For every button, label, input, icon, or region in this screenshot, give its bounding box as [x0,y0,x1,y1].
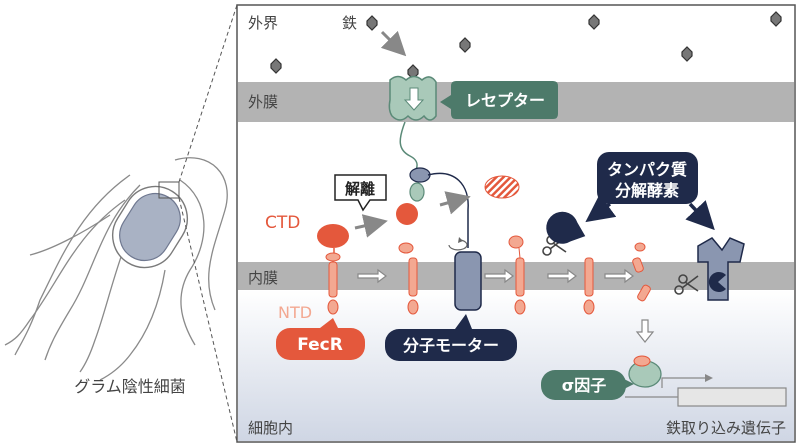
cytoplasm-label: 細胞内 [248,419,293,437]
protease-arrow-left [585,194,617,223]
fecr-ctd [317,224,349,248]
outside-label: 外界 [248,14,278,32]
protease-text-1: タンパク質 [607,160,687,179]
iron-particle [270,58,282,74]
receptor-plug [409,167,431,183]
dissociation-text: 解離 [345,180,375,198]
protease-membrane [697,237,745,301]
receptor-tether [399,121,418,171]
membrane-arrow [604,268,634,284]
iron-particle [459,37,471,53]
iron-particle [770,11,782,27]
scissors-icon [674,274,699,295]
iron-particle [588,14,600,30]
outer-membrane-label: 外膜 [248,93,278,111]
fecr-badge: FecR [276,318,365,360]
membrane-arrow [547,268,577,284]
inner-membrane-label: 内膜 [248,269,278,287]
iron-label: 鉄 [342,14,357,32]
membrane-arrow [357,268,387,284]
fecr-cleaved-fragments [632,242,651,302]
release-arrow [635,319,655,343]
protease-pacman [546,211,586,244]
degradation-arrow [439,191,471,215]
dissociation-callout: 解離 [334,174,387,212]
molecular-motor [454,251,482,311]
cytoplasm-region [238,290,794,441]
bacterium-illustration [4,157,228,381]
sigma-badge: σ因子 [541,370,634,400]
bacterium-label: グラム陰性細菌 [74,377,186,396]
motor-badge-text: 分子モーター [403,336,499,355]
protease-callout: タンパク質 分解酵素 [597,152,698,204]
motor-badge: 分子モーター [385,314,517,361]
fecr-tm [325,252,341,315]
ntd-label: NTD [278,303,312,322]
iron-particles [270,11,782,80]
zoom-panel [236,4,796,443]
fecr-tm [583,257,595,315]
fecr-ctd-released [396,203,418,225]
fecr-tm [407,257,419,315]
receptor-badge-text: レセプター [465,91,545,110]
receptor-plug-lower [409,182,425,202]
ctd-label: CTD [265,213,300,233]
receptor-inner-arrow [403,87,425,111]
fecr-ctd-degraded [484,175,520,199]
transcription-arrow [661,377,705,388]
fecr-badge-text: FecR [297,335,343,355]
iron-particle [681,46,693,62]
zoom-line-top [178,4,238,183]
sigma-factor-complex [628,355,662,388]
gene-label: 鉄取り込み遺伝子 [666,419,786,437]
gene-box [677,387,787,407]
dissociation-arrow [354,214,388,238]
fecr-ctd-small [398,242,414,254]
receptor-badge: レセプター [440,81,558,119]
protease-text-2: 分解酵素 [615,181,679,200]
fecr-tm [508,235,526,315]
membrane-arrow [484,268,514,284]
protease-arrow-right [685,200,715,231]
iron-arrow [380,30,407,57]
iron-particle [366,15,378,31]
membrane-arrows [357,268,634,284]
fecr-transmembrane-set [325,235,651,315]
zoom-region-box [158,181,180,199]
sigma-badge-text: σ因子 [562,376,606,395]
zoom-line-bottom [178,197,238,443]
rotation-icon [448,239,468,251]
